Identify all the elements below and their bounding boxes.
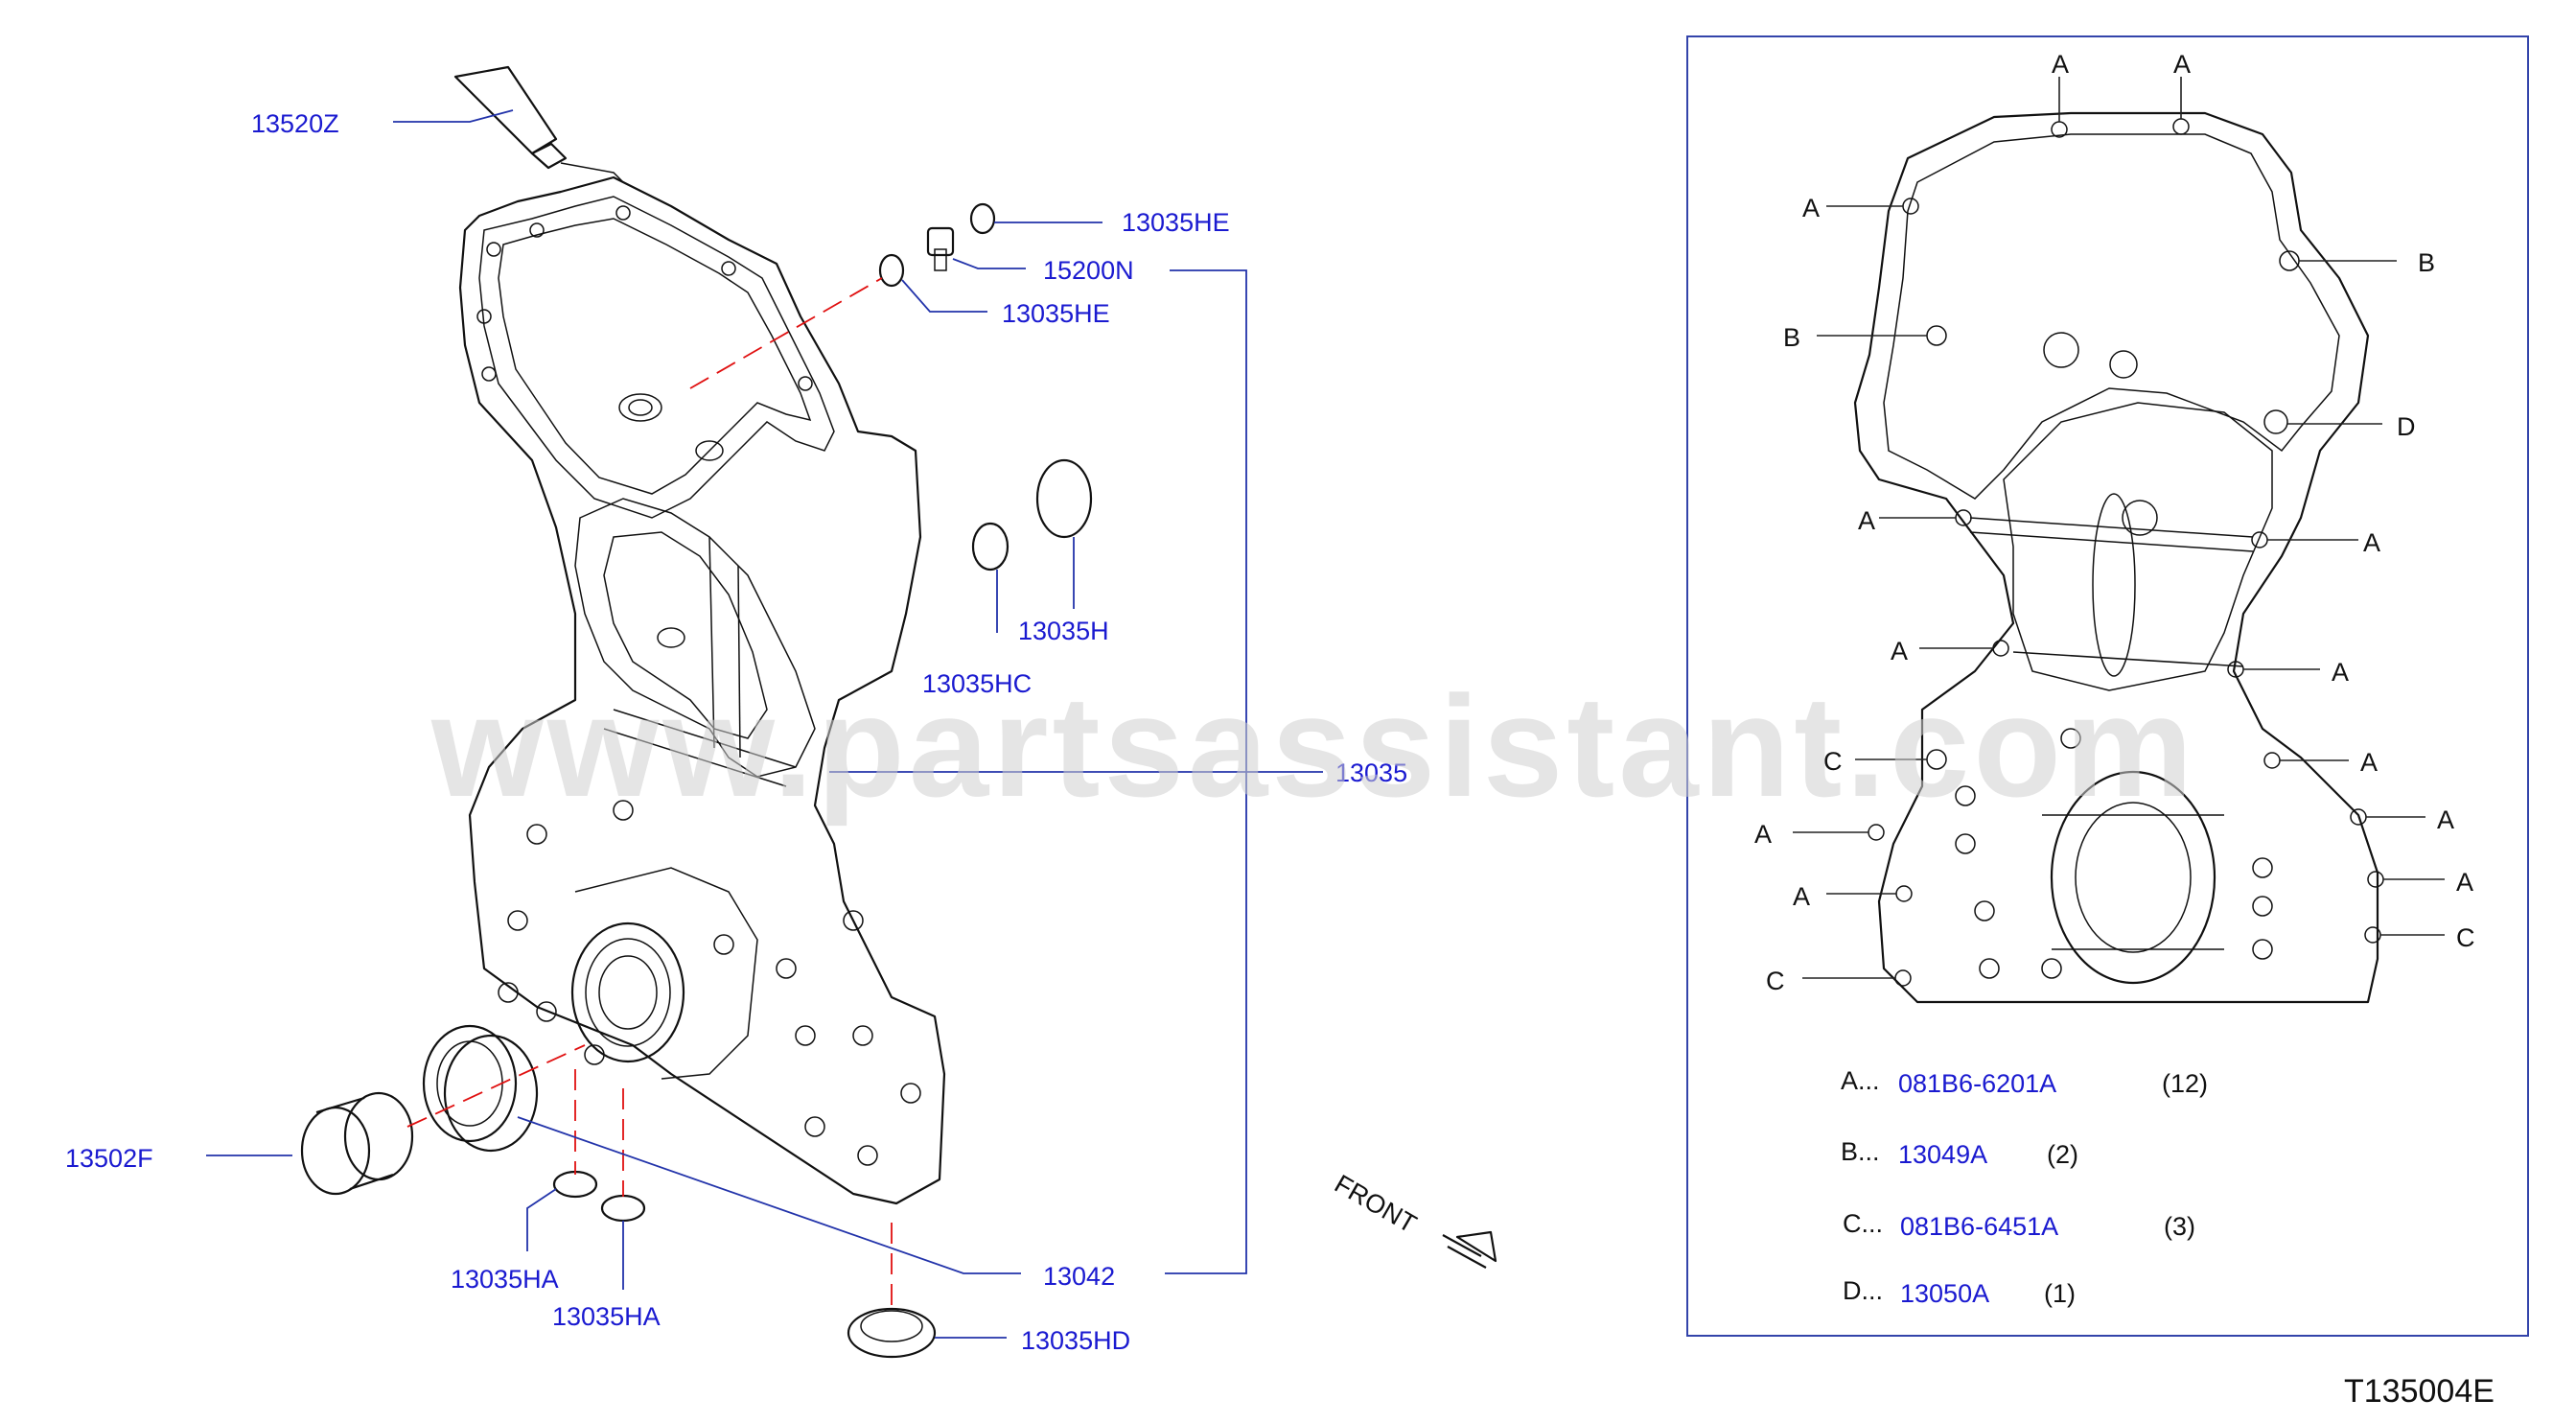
plug-13035hd bbox=[847, 1307, 937, 1359]
assembly-centerlines bbox=[406, 277, 893, 1309]
callout-letter: A bbox=[1754, 820, 1772, 849]
part-number: 13035H bbox=[1018, 617, 1109, 645]
front-oil-seal bbox=[422, 1024, 539, 1153]
crank-sleeve bbox=[300, 1091, 414, 1196]
legend-key: A... bbox=[1841, 1066, 1880, 1095]
callout-letter: A bbox=[1891, 637, 1908, 665]
watermark: www.partsassistant.com bbox=[430, 665, 2196, 827]
part-number: 13035HA bbox=[451, 1265, 559, 1294]
legend-quantity: (1) bbox=[2044, 1279, 2076, 1308]
bolt-legend: A... 081B6-6201A (12) B... 13049A (2) C.… bbox=[1841, 1066, 2208, 1308]
legend-part-number: 13050A bbox=[1900, 1279, 1989, 1308]
callout-letter: A bbox=[1793, 882, 1810, 911]
part-labels: 13520Z 13035HE 15200N 13035HE 13035H 130… bbox=[65, 109, 1407, 1355]
front-indicator: FRONT bbox=[1330, 1169, 1497, 1269]
part-number: 13035 bbox=[1335, 758, 1407, 787]
callout-letter: A bbox=[1802, 194, 1820, 222]
legend-quantity: (3) bbox=[2164, 1212, 2195, 1241]
part-number: 13035HD bbox=[1021, 1326, 1130, 1355]
o-ring-13035hc bbox=[971, 522, 1010, 572]
callout-letter: A bbox=[2332, 658, 2349, 687]
legend-part-number: 081B6-6451A bbox=[1900, 1212, 2058, 1241]
part-number: 13035HE bbox=[1002, 299, 1110, 328]
part-number: 13035HC bbox=[922, 669, 1032, 698]
inset-frame bbox=[1686, 35, 2529, 1337]
callout-letter: C bbox=[1823, 747, 1843, 776]
callout-letter: C bbox=[2456, 923, 2475, 952]
callout-letter: A bbox=[1858, 506, 1875, 535]
inset-leaders bbox=[1793, 77, 2445, 979]
o-ring-13035h bbox=[1035, 458, 1093, 539]
front-label: FRONT bbox=[1330, 1169, 1422, 1238]
callout-letter: A bbox=[2052, 50, 2069, 79]
callout-letter: A bbox=[2363, 528, 2380, 557]
callout-letter: D bbox=[2397, 412, 2416, 441]
o-ring-upper bbox=[969, 202, 996, 235]
o-ring-mid bbox=[878, 253, 905, 288]
bolt-callouts: A A A B B D A A A A C A A A A A C C bbox=[1754, 50, 2475, 995]
legend-key: C... bbox=[1843, 1209, 1883, 1238]
sealant-tube bbox=[453, 65, 624, 183]
legend-key: B... bbox=[1841, 1137, 1880, 1166]
o-ring-13035ha-1 bbox=[552, 1170, 598, 1199]
legend-part-number: 13049A bbox=[1898, 1140, 1987, 1169]
callout-letter: B bbox=[1783, 323, 1800, 352]
callout-letter: C bbox=[1766, 967, 1785, 995]
front-cover-drawing bbox=[458, 175, 946, 1205]
part-number: 13035HA bbox=[552, 1302, 661, 1331]
callout-letter: A bbox=[2173, 50, 2191, 79]
part-number: 13042 bbox=[1043, 1262, 1115, 1291]
legend-key: D... bbox=[1843, 1276, 1883, 1305]
legend-part-number: 081B6-6201A bbox=[1898, 1069, 2056, 1098]
leader-lines bbox=[206, 109, 1323, 1339]
part-number: 13502F bbox=[65, 1144, 153, 1173]
callout-letter: B bbox=[2418, 248, 2435, 277]
callout-letter: A bbox=[2360, 748, 2378, 777]
figure-code: T135004E bbox=[2344, 1373, 2495, 1410]
inset-cover-drawing bbox=[1853, 111, 2384, 1004]
part-number: 13520Z bbox=[251, 109, 339, 138]
part-number: 15200N bbox=[1043, 256, 1134, 285]
callout-letter: A bbox=[2456, 868, 2473, 897]
o-ring-13035ha-2 bbox=[600, 1194, 646, 1223]
part-number: 13035HE bbox=[1122, 208, 1230, 237]
legend-quantity: (2) bbox=[2047, 1140, 2078, 1169]
legend-quantity: (12) bbox=[2162, 1069, 2208, 1098]
bolt-15200N bbox=[926, 226, 955, 271]
callout-letter: A bbox=[2437, 805, 2454, 834]
